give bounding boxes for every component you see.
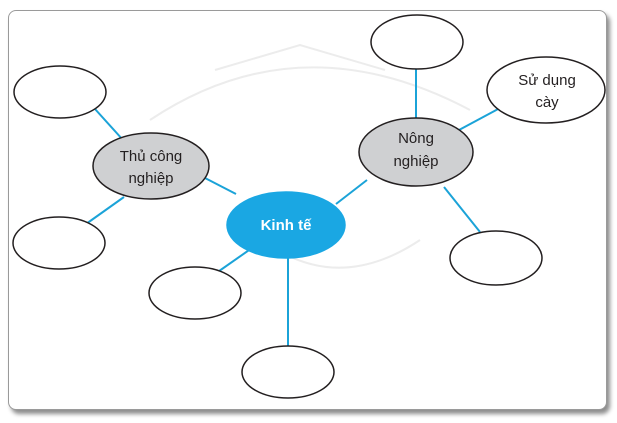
branch-node-handicraft-shape: [92, 132, 210, 200]
branch-node-handicraft: Thủ công nghiệp: [92, 132, 210, 200]
connector-handicraft-leaf-bottom: [85, 196, 125, 225]
branch-node-agriculture-label-line2: nghiệp: [393, 153, 438, 170]
center-node-label: Kinh tế: [261, 217, 312, 234]
branch-node-agriculture: Nông nghiệp: [358, 117, 474, 187]
center-node-shape: [226, 191, 346, 259]
leaf-nodes: [12, 14, 543, 399]
connector-center-agriculture: [335, 179, 368, 205]
branch-node-agriculture-label-line1: Nông: [398, 130, 434, 147]
connector-handicraft-leaf-top: [94, 108, 124, 141]
leaf-node-agriculture-top: [370, 14, 464, 70]
leaf-node-plow-label-line2: cày: [535, 94, 559, 111]
leaf-node-plow: Sử dụng cày: [486, 56, 606, 124]
branch-node-handicraft-label-line1: Thủ công: [120, 148, 183, 165]
connector-agriculture-leaf-plow: [458, 107, 501, 131]
connector-center-handicraft: [204, 177, 237, 195]
leaf-node-handicraft-top: [13, 65, 107, 119]
branch-node-agriculture-shape: [358, 117, 474, 187]
connector-agriculture-leaf-right: [443, 186, 481, 233]
leaf-node-plow-shape: [486, 56, 606, 124]
leaf-node-plow-label-line1: Sử dụng: [518, 72, 576, 89]
leaf-node-center-bottom-left: [148, 266, 242, 320]
branch-node-handicraft-label-line2: nghiệp: [128, 170, 173, 187]
leaf-node-center-bottom: [241, 345, 335, 399]
leaf-node-agriculture-right: [449, 230, 543, 286]
leaf-node-handicraft-bottom: [12, 216, 106, 270]
center-node: Kinh tế: [226, 191, 346, 259]
